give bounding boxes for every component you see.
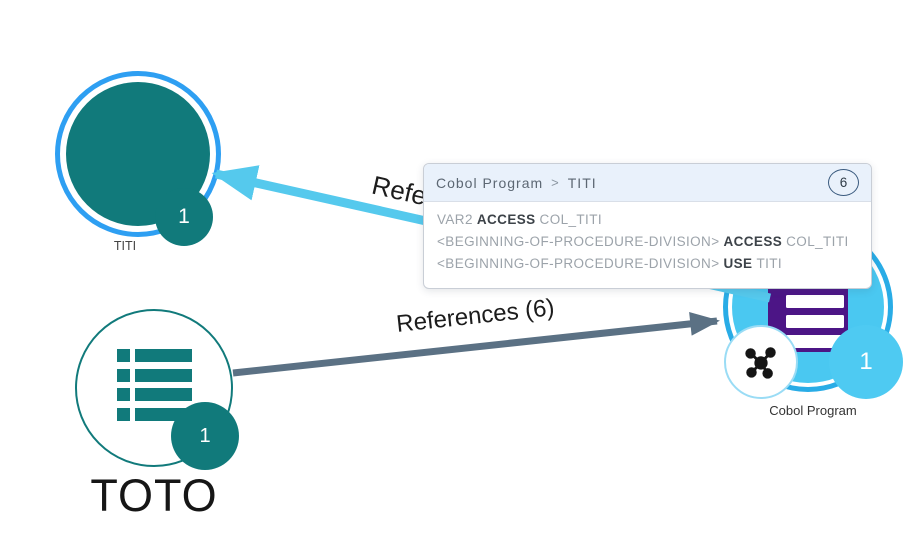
reference-pre: <BEGINNING-OF-PROCEDURE-DIVISION> [437,234,720,249]
node-titi[interactable]: 1 TITI [55,71,221,253]
chevron-right-icon: > [551,175,560,190]
program-list-bar [786,295,844,308]
toto-label: TOTO [90,470,218,521]
breadcrumb-source: Cobol Program [436,174,544,191]
table-icon-row [117,368,192,382]
table-cell [117,388,130,402]
reference-keyword: ACCESS [476,212,536,227]
table-icon-row [117,349,192,362]
program-list-bar [786,315,844,328]
titi-count-badge[interactable]: 1 [155,188,213,246]
cobol-label: Cobol Program [769,403,857,418]
table-bar [135,349,192,362]
tooltip-header: Cobol Program > TITI 6 [424,164,871,202]
edge-references[interactable] [232,312,720,377]
toto-count-badge[interactable]: 1 [171,402,239,470]
table-cell [117,407,130,421]
reference-pre: <BEGINNING-OF-PROCEDURE-DIVISION> [437,256,720,271]
reference-keyword: USE [723,256,753,271]
node-toto[interactable]: 1 TOTO [75,309,239,521]
table-bar [135,368,192,382]
table-bar [135,388,192,402]
reference-post: COL_TITI [786,234,849,249]
table-icon [117,349,192,421]
reference-pre: VAR2 [437,212,473,227]
breadcrumb-target: TITI [567,174,597,191]
table-cell [117,368,130,382]
reference-keyword: ACCESS [723,234,783,249]
cobol-count-badge[interactable]: 1 [829,325,903,399]
network-badge[interactable] [724,325,798,399]
table-cell [117,349,130,362]
table-icon-row [117,388,192,402]
program-list-bar [786,335,844,348]
network-icon [745,347,776,379]
tooltip-count-badge: 6 [828,169,859,196]
edge-label-references[interactable]: References (6) [394,294,556,339]
reference-post: TITI [756,256,783,271]
tooltip-breadcrumb: Cobol Program > TITI [436,175,605,191]
titi-label: TITI [113,239,137,253]
reference-post: COL_TITI [539,212,603,227]
